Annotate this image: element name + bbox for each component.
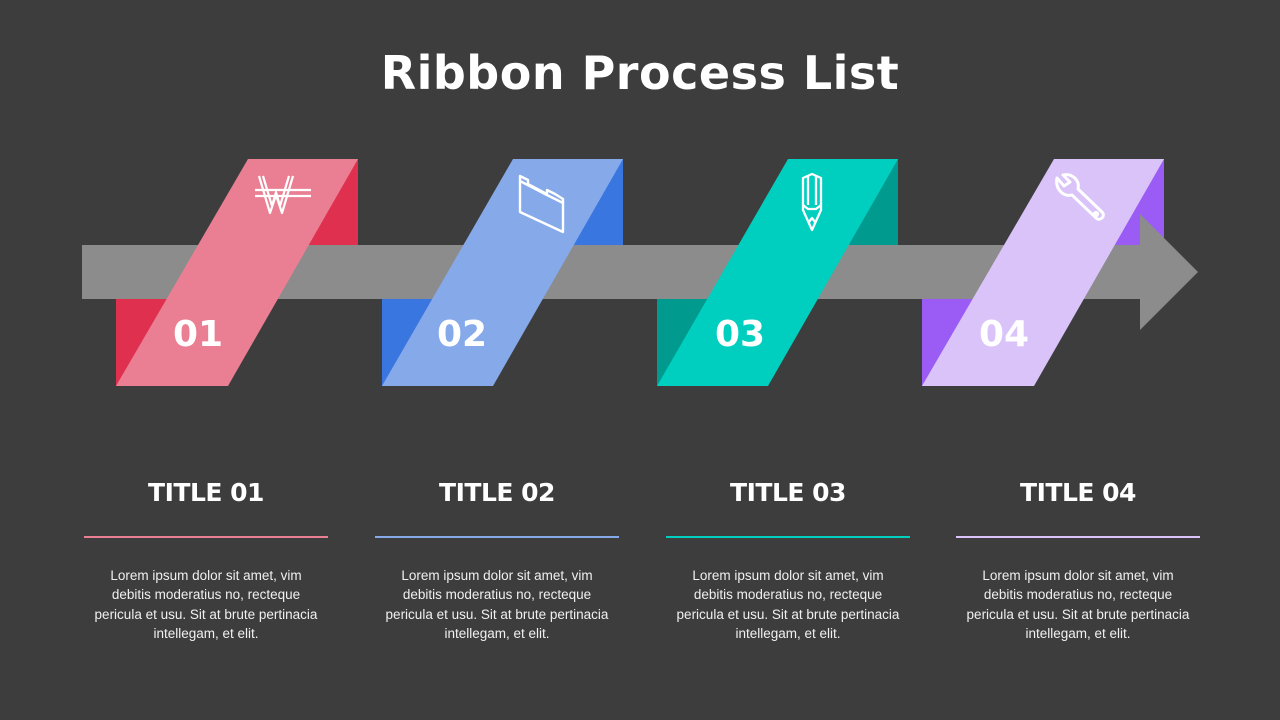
step-description: Lorem ipsum dolor sit amet, vim debitis … — [966, 568, 1190, 641]
step-card-1: TITLE 01 Lorem ipsum dolor sit amet, vim… — [84, 470, 328, 643]
step-number-3: 03 — [715, 314, 765, 355]
ribbon-1-front — [116, 159, 358, 386]
process-arrow — [82, 214, 1198, 330]
step-divider — [666, 536, 910, 538]
step-card-3: TITLE 03 Lorem ipsum dolor sit amet, vim… — [666, 470, 910, 643]
page-title: Ribbon Process List — [380, 46, 900, 100]
step-divider — [84, 536, 328, 538]
step-card-2: TITLE 02 Lorem ipsum dolor sit amet, vim… — [375, 470, 619, 643]
step-title: TITLE 03 — [730, 478, 846, 507]
ribbon-3-front — [657, 159, 898, 386]
folder-icon — [518, 174, 565, 234]
step-number-1: 01 — [173, 314, 223, 355]
step-divider — [956, 536, 1200, 538]
wrench-icon — [1055, 173, 1105, 221]
step-title: TITLE 01 — [148, 478, 264, 507]
step-description: Lorem ipsum dolor sit amet, vim debitis … — [94, 568, 318, 641]
step-card-4: TITLE 04 Lorem ipsum dolor sit amet, vim… — [956, 470, 1200, 643]
won-currency-icon — [255, 175, 311, 215]
step-number-4: 04 — [979, 314, 1029, 355]
step-number-2: 02 — [437, 314, 487, 355]
step-title: TITLE 04 — [1020, 478, 1136, 507]
step-description: Lorem ipsum dolor sit amet, vim debitis … — [385, 568, 609, 641]
step-divider — [375, 536, 619, 538]
step-title: TITLE 02 — [439, 478, 555, 507]
pencil-icon — [801, 172, 823, 232]
step-description: Lorem ipsum dolor sit amet, vim debitis … — [676, 568, 900, 641]
